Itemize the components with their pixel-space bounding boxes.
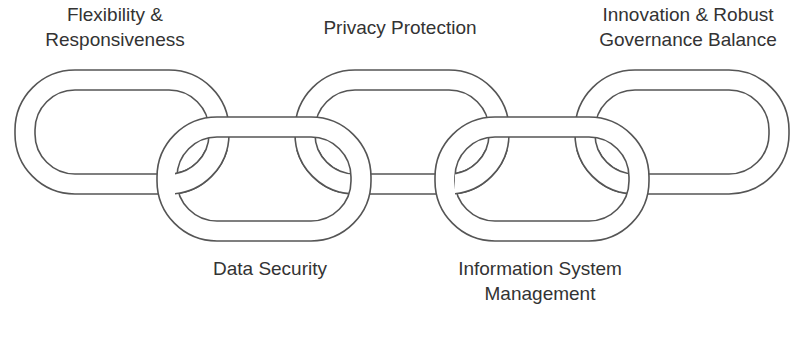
chain-link-overlap [175,150,229,194]
link-label: Privacy Protection [300,15,500,40]
link-label: Innovation & Robust Governance Balance [592,2,784,52]
link-label: Data Security [170,256,370,281]
chain-link-overlap [455,150,509,194]
chain-link-overlap [295,150,340,194]
link-label: Flexibility & Responsiveness [30,2,200,52]
link-label: Information System Management [445,256,635,306]
chain-link-overlap [575,150,620,194]
